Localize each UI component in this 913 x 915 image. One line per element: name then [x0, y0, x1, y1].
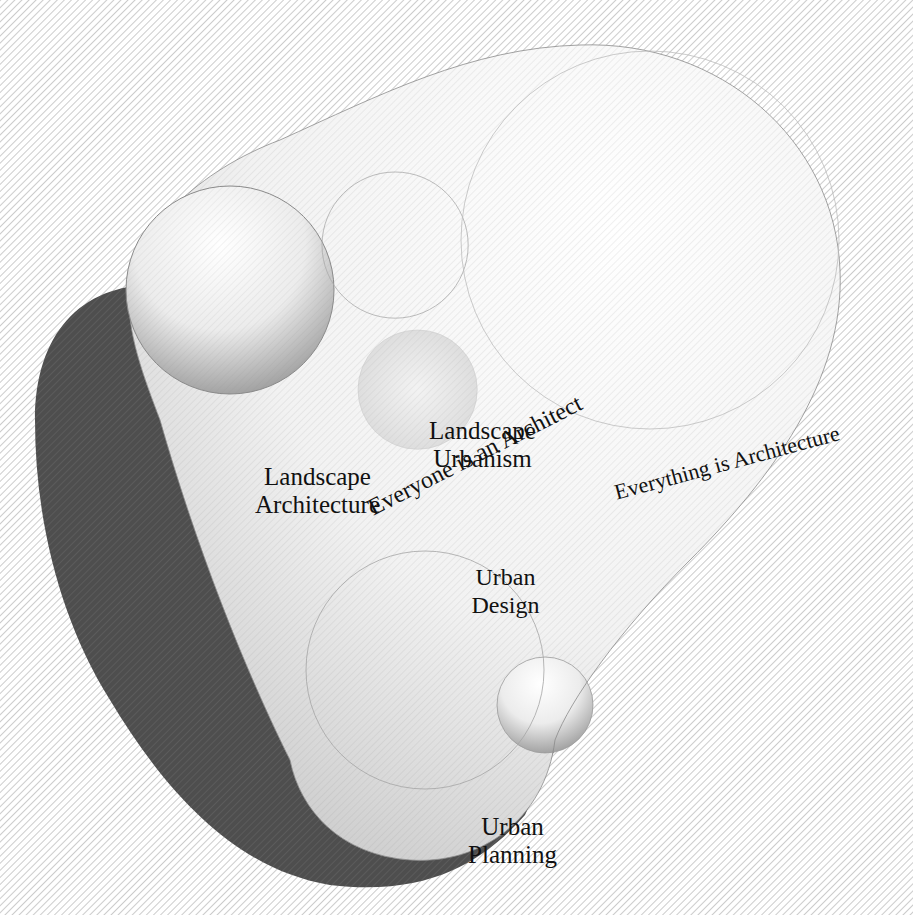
- circle-region: Everything is Architecture: [460, 50, 840, 430]
- circle-outline: [460, 50, 840, 430]
- region-circle: [358, 330, 477, 449]
- region-hatch: [126, 186, 334, 394]
- region-label: Urban Planning: [468, 813, 557, 869]
- sphere-region: Landscape Architecture: [125, 185, 335, 395]
- region-circle: [126, 186, 334, 394]
- region-circle: [461, 51, 839, 429]
- bump-sphere: [497, 657, 593, 753]
- circle-region: Landscape Urbanism: [321, 171, 469, 319]
- blob-region: Landscape ArchitectureLandscape Urbanism…: [120, 40, 850, 870]
- region-label: Urban Design: [472, 563, 540, 619]
- circle-outline: [125, 185, 335, 395]
- region-circle: [306, 551, 544, 789]
- region-label: Landscape Architecture: [255, 463, 380, 519]
- region-hatch: [358, 330, 477, 449]
- circle-outline: [321, 171, 469, 319]
- region-circle: [322, 172, 468, 318]
